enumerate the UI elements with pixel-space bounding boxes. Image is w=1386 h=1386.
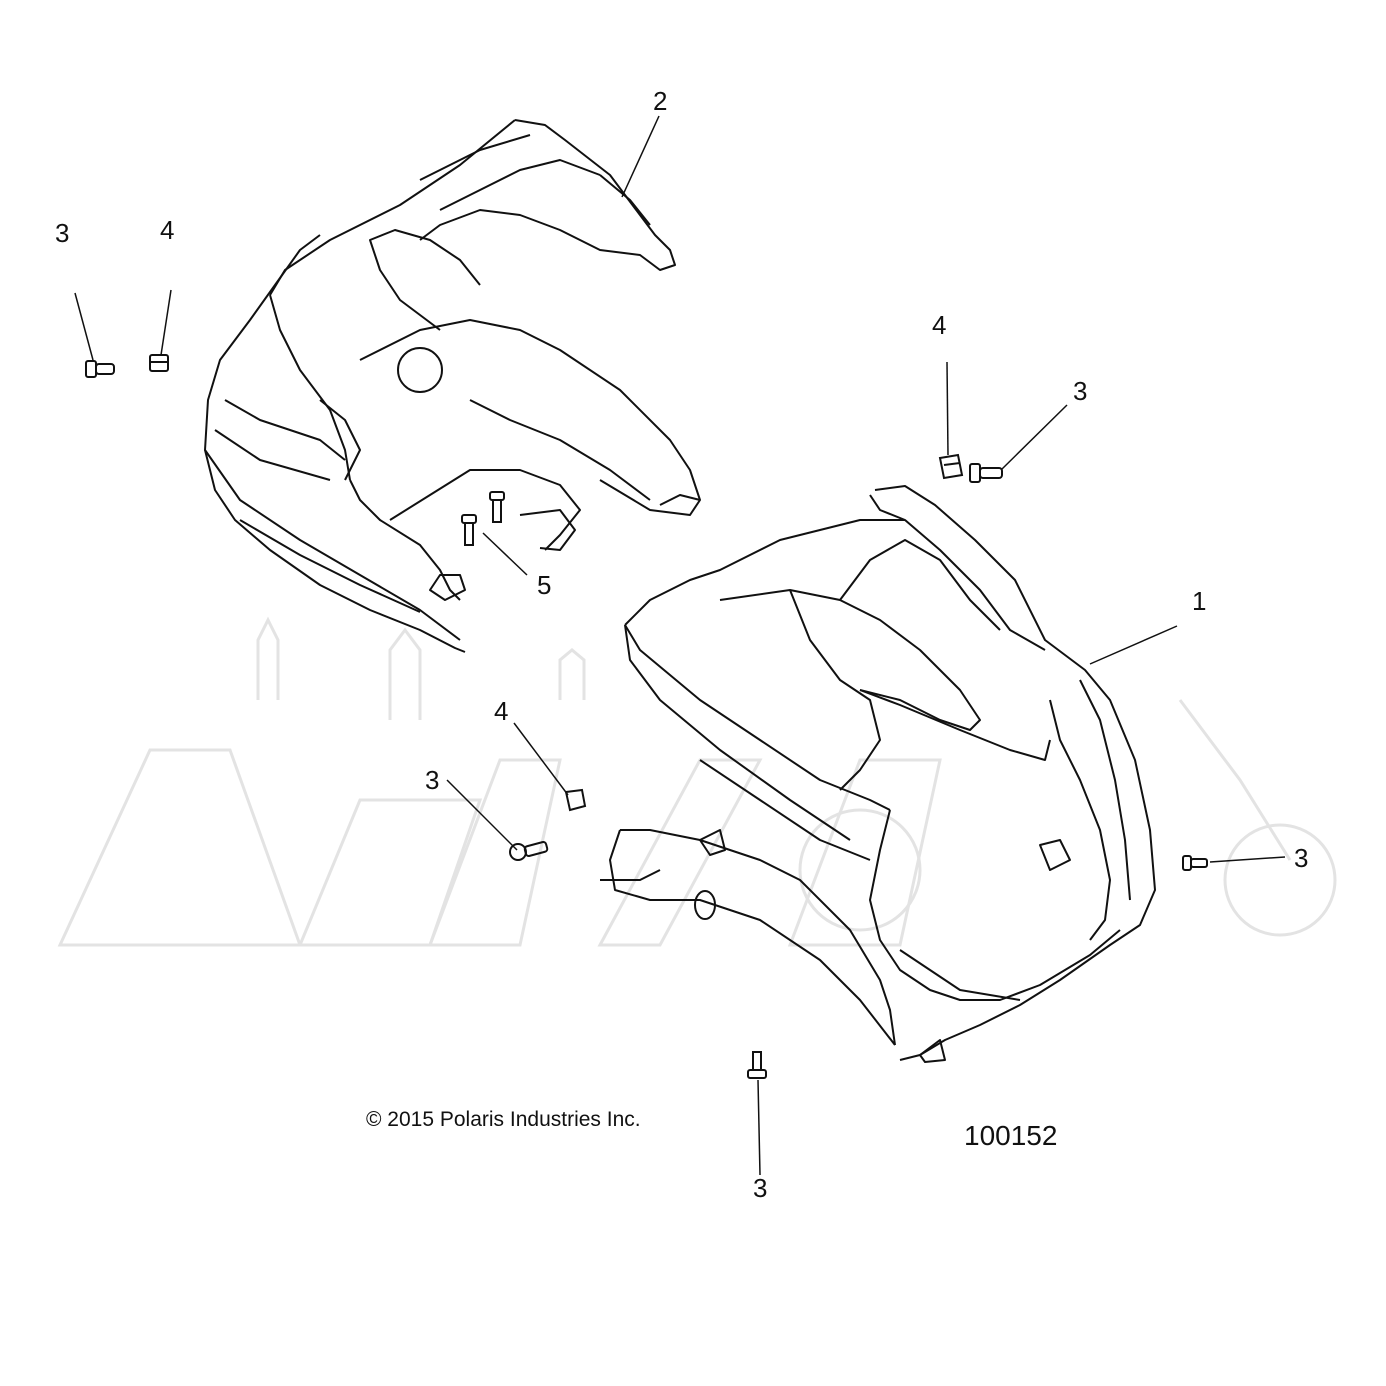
screw-mid-icon: [509, 840, 549, 861]
callout-5: 5: [537, 570, 552, 600]
callout-3-right: 3: [1073, 376, 1088, 406]
hardware: [85, 354, 1208, 1079]
screw-5a-icon: [461, 514, 477, 546]
callout-3-bottom: 3: [753, 1173, 768, 1203]
clip-mid-icon: [564, 788, 587, 812]
callout-3-left: 3: [55, 218, 70, 248]
copyright-notice: © 2015 Polaris Industries Inc.: [366, 1108, 641, 1131]
callout-3-mid: 3: [425, 765, 440, 795]
screw-far-right-icon: [1182, 855, 1208, 871]
callout-4-left: 4: [160, 215, 175, 245]
callout-2: 2: [653, 86, 668, 116]
callout-3-far-right: 3: [1294, 843, 1309, 873]
callout-4-right: 4: [932, 310, 947, 340]
clip-right-icon: [938, 453, 964, 480]
watermark: [57, 616, 1337, 947]
part-1-lower-hood: [600, 485, 1156, 1063]
diagram-number: 100152: [964, 1120, 1058, 1151]
screw-5b-icon: [489, 491, 505, 523]
leader-lines: [74, 115, 1286, 1176]
callout-4-mid: 4: [494, 696, 509, 726]
screw-right-icon: [969, 463, 1003, 483]
screw-left-icon: [85, 360, 115, 378]
callout-1: 1: [1192, 586, 1207, 616]
clip-left-icon: [149, 354, 169, 372]
part-2-upper-cowl: [204, 119, 701, 653]
screw-bottom-icon: [747, 1051, 767, 1079]
